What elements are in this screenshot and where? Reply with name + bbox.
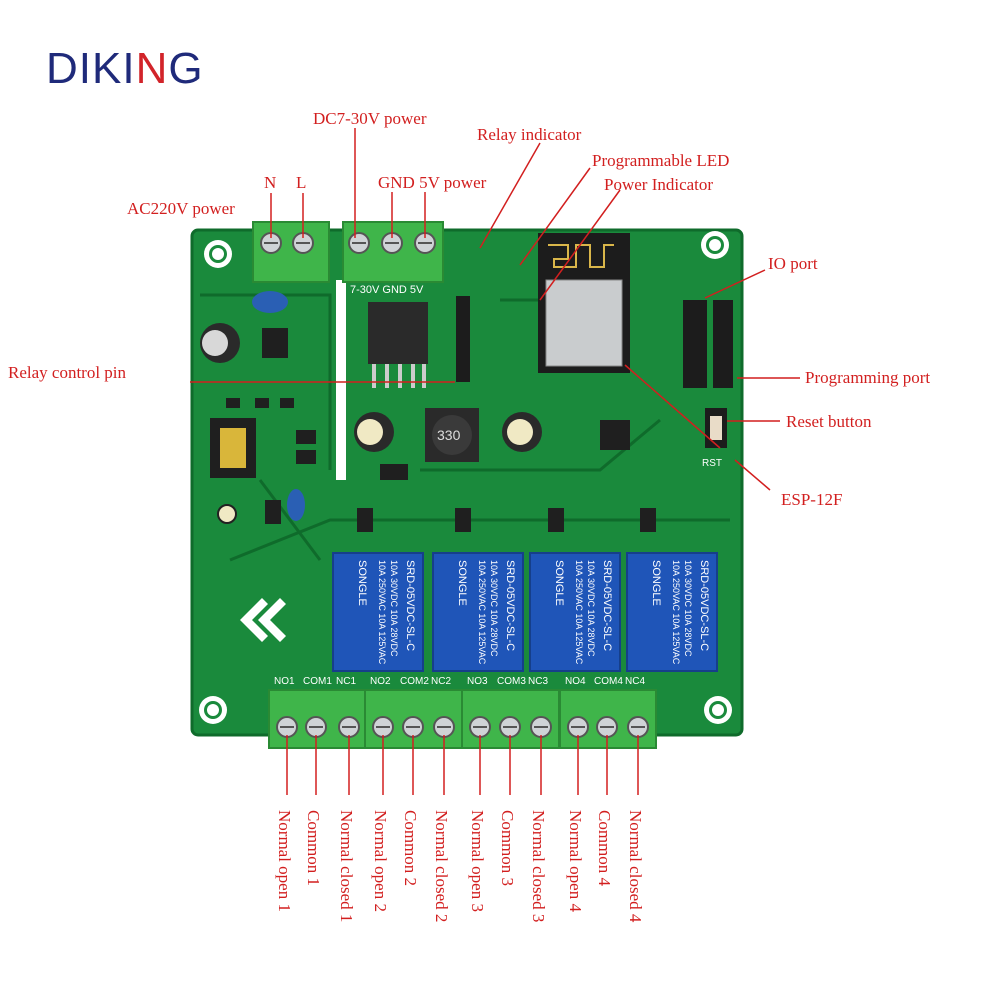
output-silk-label: NO1 [274, 676, 295, 687]
output-silk-label: NC3 [528, 676, 548, 687]
terminal-label-11: Common 4 [595, 810, 614, 887]
label-relay-control-pin: Relay control pin [8, 363, 127, 382]
label-gnd-5v: GND 5V power [378, 173, 487, 192]
pcb-traces [200, 293, 730, 562]
relay-marking: SRD-05VDC-SL-C [404, 560, 416, 651]
terminal-label-4: Normal open 2 [371, 810, 390, 912]
relay-marking: SONGLE [553, 560, 565, 606]
esp12f-module [538, 233, 630, 373]
terminal-label-9: Normal closed 3 [529, 810, 548, 923]
relay-marking: SONGLE [356, 560, 368, 606]
relay-marking: 10A 30VDC 10A 28VDC [586, 560, 596, 657]
output-silk-label: NC1 [336, 676, 356, 687]
logo-part: N [135, 44, 169, 93]
label-ac-power: AC220V power [127, 199, 235, 218]
label-io-port: IO port [768, 254, 818, 273]
leader-lines [190, 128, 800, 491]
header-pins [456, 296, 733, 388]
capacitors [200, 291, 542, 524]
output-silk-label: COM3 [497, 676, 526, 687]
relay-marking: 10A 250VAC 10A 125VAC [477, 560, 487, 665]
label-relay-indicator: Relay indicator [477, 125, 582, 144]
output-silk-label: NO3 [467, 676, 488, 687]
smd-components [226, 328, 656, 532]
relay-marking: SRD-05VDC-SL-C [504, 560, 516, 651]
terminal-label-1: Normal open 1 [275, 810, 294, 912]
silk-dc-label: 7-30V GND 5V [350, 284, 424, 296]
terminal-label-3: Normal closed 1 [337, 810, 356, 923]
terminal-label-6: Normal closed 2 [432, 810, 451, 923]
reset-button-part: RST [702, 408, 727, 469]
terminal-label-8: Common 3 [498, 810, 517, 887]
ac-terminal-block [252, 221, 330, 283]
output-silk-label: COM4 [594, 676, 623, 687]
label-n: N [264, 173, 277, 192]
logo-part: IKI [78, 44, 136, 93]
output-silk-label: COM1 [303, 676, 332, 687]
relay-marking: 10A 250VAC 10A 125VAC [377, 560, 387, 665]
output-silk-label: NO2 [370, 676, 391, 687]
label-l: L [296, 173, 307, 192]
terminal-label-12: Normal closed 4 [626, 810, 645, 923]
terminal-label-10: Normal open 4 [566, 810, 585, 912]
transformer [210, 418, 256, 478]
relay-marking: SONGLE [650, 560, 662, 606]
label-power-indicator: Power Indicator [604, 175, 714, 194]
dc-terminal-block [342, 221, 444, 283]
relay-marking: 10A 250VAC 10A 125VAC [574, 560, 584, 665]
relay-marking: SRD-05VDC-SL-C [601, 560, 613, 651]
terminal-label-5: Common 2 [401, 810, 420, 887]
label-esp: ESP-12F [781, 490, 843, 509]
output-silk-label: NO4 [565, 676, 586, 687]
mounting-holes [199, 231, 732, 724]
inductor: 330 [425, 408, 479, 462]
relay-marking: 10A 30VDC 10A 28VDC [489, 560, 499, 657]
label-reset-button: Reset button [786, 412, 872, 431]
logo-part: G [168, 44, 204, 93]
label-dc-power: DC7-30V power [313, 109, 427, 128]
brand-logo: DIKING [46, 44, 204, 94]
label-programmable-led: Programmable LED [592, 151, 730, 170]
relay-marking: 10A 30VDC 10A 28VDC [389, 560, 399, 657]
relay-marking: SRD-05VDC-SL-C [698, 560, 710, 651]
output-silk-label: COM2 [400, 676, 429, 687]
terminal-leader-lines [286, 735, 639, 795]
rst-silk: RST [702, 458, 722, 469]
label-programming-port: Programming port [805, 368, 931, 387]
terminal-label-2: Common 1 [304, 810, 323, 887]
isolation-slot [336, 280, 346, 480]
logo-part: D [46, 44, 79, 93]
output-silk-label: NC4 [625, 676, 645, 687]
relay-marking: SONGLE [456, 560, 468, 606]
board-logo [240, 598, 286, 642]
relay-marking: 10A 250VAC 10A 125VAC [671, 560, 681, 665]
inductor-label: 330 [437, 427, 461, 443]
relay-marking: 10A 30VDC 10A 28VDC [683, 560, 693, 657]
terminal-label-7: Normal open 3 [468, 810, 487, 912]
voltage-regulator [368, 302, 428, 388]
output-silk-label: NC2 [431, 676, 451, 687]
